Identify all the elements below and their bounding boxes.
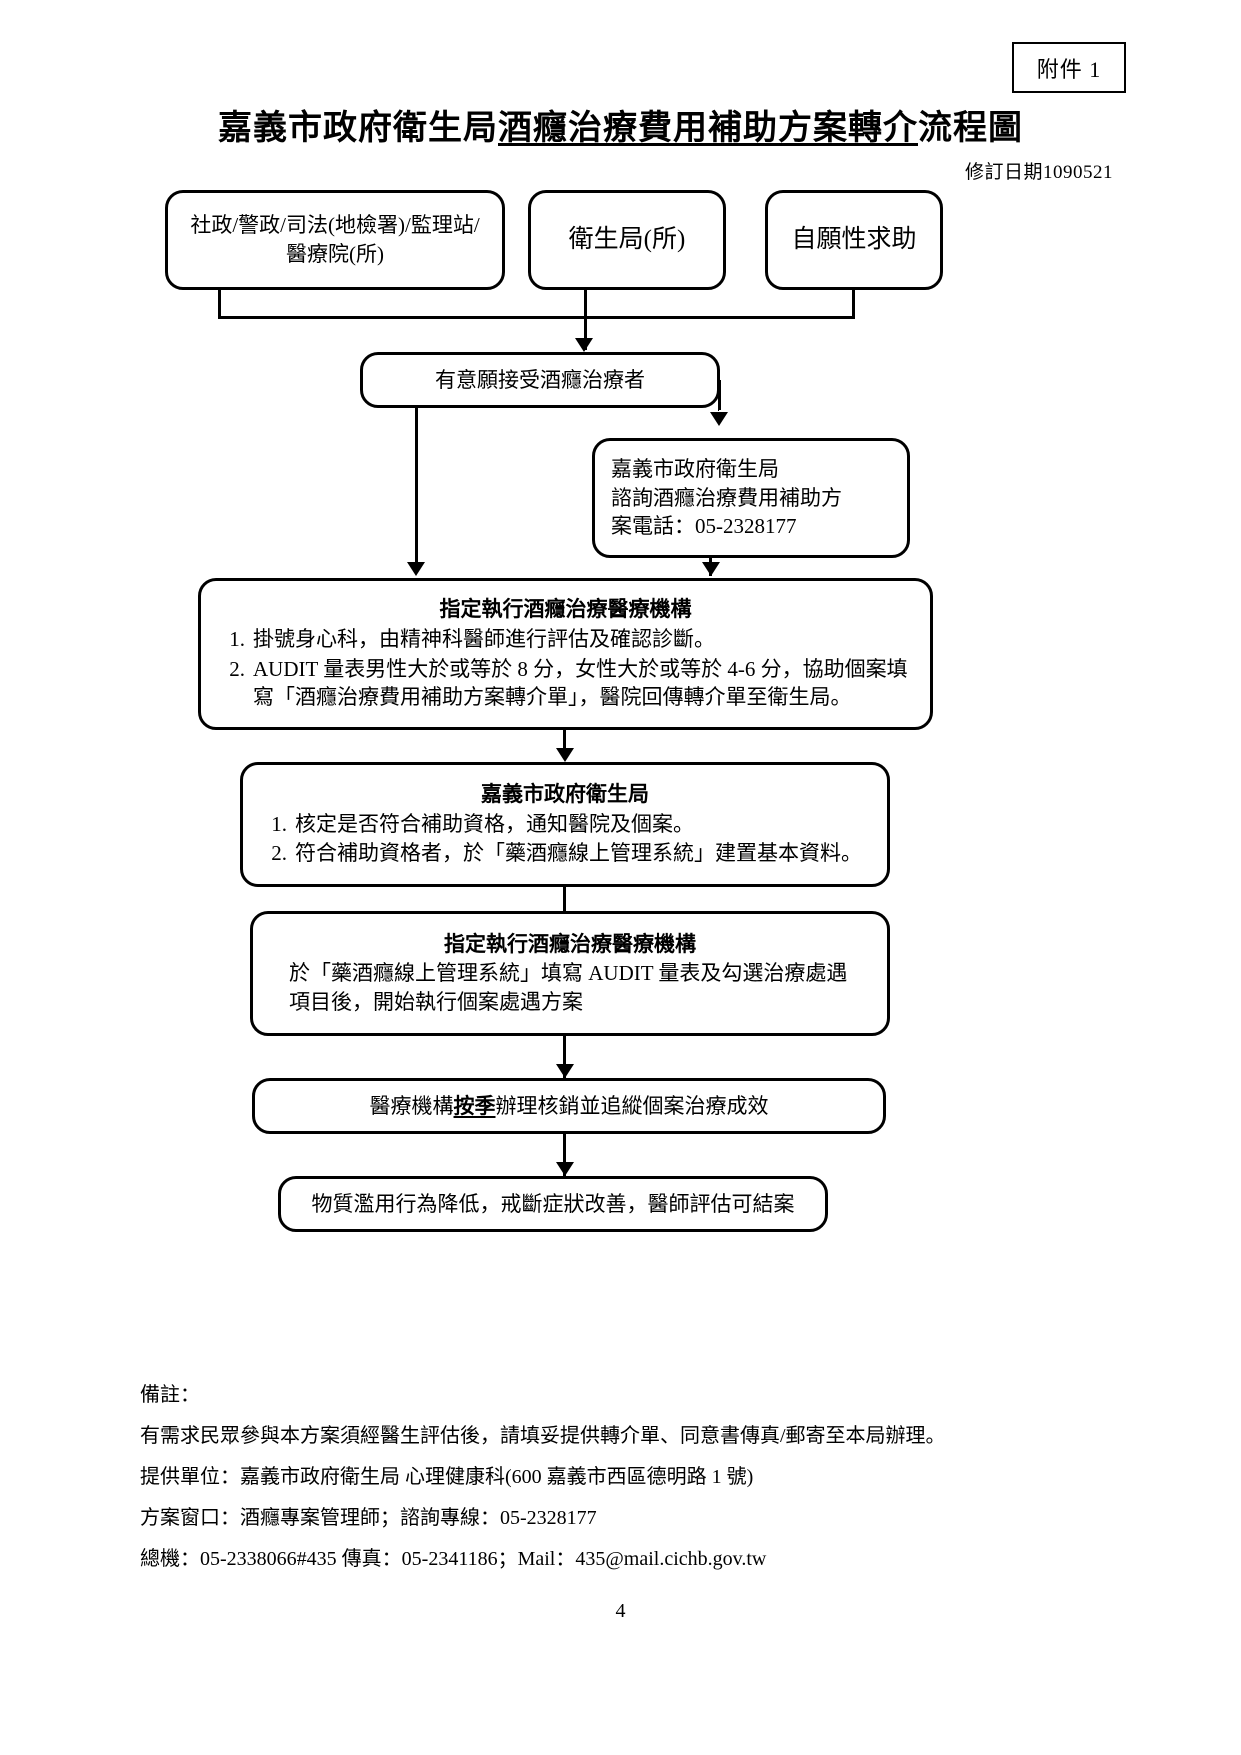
list-item: 2. AUDIT 量表男性大於或等於 8 分，女性大於或等於 4-6 分，協助個… <box>215 655 916 713</box>
connector-line <box>563 1134 566 1176</box>
notes-line-1: 有需求民眾參與本方案須經醫生評估後，請填妥提供轉介單、同意書傳真/郵寄至本局辦理… <box>140 1425 946 1447</box>
arrow-down <box>407 562 425 576</box>
designated-institution-2-line-2: 項目後，開始執行個案處遇方案 <box>289 989 583 1014</box>
designated-institution-2-line-1: 於「藥酒癮線上管理系統」填寫 AUDIT 量表及勾選治療處遇 <box>289 961 848 986</box>
node-case-closure: 物質濫用行為降低，戒斷症狀改善，醫師評估可結案 <box>278 1176 828 1232</box>
list-item: 1. 掛號身心科，由精神科醫師進行評估及確認診斷。 <box>215 625 916 654</box>
notes-line-2: 提供單位：嘉義市政府衛生局 心理健康科(600 嘉義市西區德明路 1 號) <box>140 1466 754 1488</box>
arrow-down <box>556 1162 574 1176</box>
node-bureau-review: 嘉義市政府衛生局 1. 核定是否符合補助資格，通知醫院及個案。 2. 符合補助資… <box>240 762 890 887</box>
connector-line <box>852 290 855 318</box>
designated-institution-1-header: 指定執行酒癮治療醫療機構 <box>439 596 692 621</box>
node-quarterly-report: 醫療機構按季辦理核銷並追縱個案治療成效 <box>252 1078 886 1134</box>
node-willing-to-receive: 有意願接受酒癮治療者 <box>360 352 720 408</box>
connector-line <box>218 316 855 319</box>
list-item-text: 符合補助資格者，於「藥酒癮線上管理系統」建置基本資料。 <box>295 841 862 866</box>
list-item: 1. 核定是否符合補助資格，通知醫院及個案。 <box>257 810 873 839</box>
node-voluntary-help: 自願性求助 <box>765 190 943 290</box>
connector-line <box>218 290 221 318</box>
page-title: 嘉義市政府衛生局酒癮治療費用補助方案轉介流程圖 <box>0 100 1241 149</box>
notes-heading: 備註： <box>140 1384 200 1406</box>
node-designated-institution-2: 指定執行酒癮治療醫療機構 於「藥酒癮線上管理系統」填寫 AUDIT 量表及勾選治… <box>250 911 890 1036</box>
designated-institution-1-list: 1. 掛號身心科，由精神科醫師進行評估及確認診斷。 2. AUDIT 量表男性大… <box>215 624 916 714</box>
title-suffix: 流程圖 <box>918 110 1023 147</box>
connector-line <box>563 730 566 758</box>
node-designated-institution-1: 指定執行酒癮治療醫療機構 1. 掛號身心科，由精神科醫師進行評估及確認診斷。 2… <box>198 578 933 730</box>
list-item: 2. 符合補助資格者，於「藥酒癮線上管理系統」建置基本資料。 <box>257 839 873 868</box>
notes-line-4: 總機：05-2338066#435 傳真：05-2341186；Mail：435… <box>140 1548 767 1570</box>
arrow-down <box>710 412 728 426</box>
bureau-review-list: 1. 核定是否符合補助資格，通知醫院及個案。 2. 符合補助資格者，於「藥酒癮線… <box>257 809 873 870</box>
quarterly-report-label: 醫療機構按季辦理核銷並追縱個案治療成效 <box>255 1092 883 1121</box>
notes-line-3: 方案窗口：酒癮專案管理師；諮詢專線：05-2328177 <box>140 1507 597 1529</box>
list-item-text: 核定是否符合補助資格，通知醫院及個案。 <box>295 811 694 836</box>
list-item-number: 2. <box>271 841 287 866</box>
case-closure-label: 物質濫用行為降低，戒斷症狀改善，醫師評估可結案 <box>311 1191 795 1216</box>
title-prefix: 嘉義市政府衛生局 <box>218 110 498 147</box>
connector-line <box>563 1036 566 1078</box>
connector-line <box>718 380 721 383</box>
node-voluntary-help-label: 自願性求助 <box>791 225 917 253</box>
footer-notes: 備註： 有需求民眾參與本方案須經醫生評估後，請填妥提供轉介單、同意書傳真/郵寄至… <box>140 1375 1120 1580</box>
arrow-down <box>556 1064 574 1078</box>
contact-line-2: 諮詢酒癮治療費用補助方 <box>611 485 842 510</box>
list-item-text: 掛號身心科，由精神科醫師進行評估及確認診斷。 <box>253 626 715 651</box>
arrow-down <box>702 562 720 576</box>
quarterly-report-pre: 醫療機構 <box>369 1093 454 1118</box>
connector-line <box>584 290 587 350</box>
connector-line <box>718 408 719 411</box>
arrow-down <box>575 338 593 352</box>
list-item-number: 1. <box>229 626 245 651</box>
designated-institution-2-header: 指定執行酒癮治療醫療機構 <box>444 932 696 957</box>
quarterly-report-emphasis: 按季 <box>453 1093 496 1118</box>
connector-line <box>563 887 566 911</box>
arrow-down <box>556 748 574 762</box>
title-underlined: 酒癮治療費用補助方案轉介 <box>498 110 918 147</box>
contact-line-3: 案電話：05-2328177 <box>611 514 797 539</box>
node-contact-box: 嘉義市政府衛生局 諮詢酒癮治療費用補助方 案電話：05-2328177 <box>592 438 910 558</box>
attachment-tag: 附件 1 <box>1012 42 1126 93</box>
revision-date: 修訂日期1090521 <box>964 162 1113 183</box>
quarterly-report-post: 辦理核銷並追縱個案治療成效 <box>495 1093 769 1118</box>
node-source-agencies: 社政/警政/司法(地檢署)/監理站/醫療院(所) <box>165 190 505 290</box>
bureau-review-header: 嘉義市政府衛生局 <box>481 781 649 806</box>
page-number: 4 <box>615 1600 626 1622</box>
node-source-agencies-label: 社政/警政/司法(地檢署)/監理站/醫療院(所) <box>190 213 480 266</box>
node-health-bureau-office: 衛生局(所) <box>528 190 726 290</box>
list-item-number: 1. <box>271 811 287 836</box>
connector-line <box>415 408 418 563</box>
contact-line-1: 嘉義市政府衛生局 <box>611 456 779 481</box>
node-health-bureau-office-label: 衛生局(所) <box>568 225 686 253</box>
list-item-number: 2. <box>229 656 245 681</box>
connector-line <box>718 382 721 410</box>
list-item-text: AUDIT 量表男性大於或等於 8 分，女性大於或等於 4-6 分，協助個案填寫… <box>253 656 908 710</box>
node-willing-to-receive-label: 有意願接受酒癮治療者 <box>435 367 645 392</box>
